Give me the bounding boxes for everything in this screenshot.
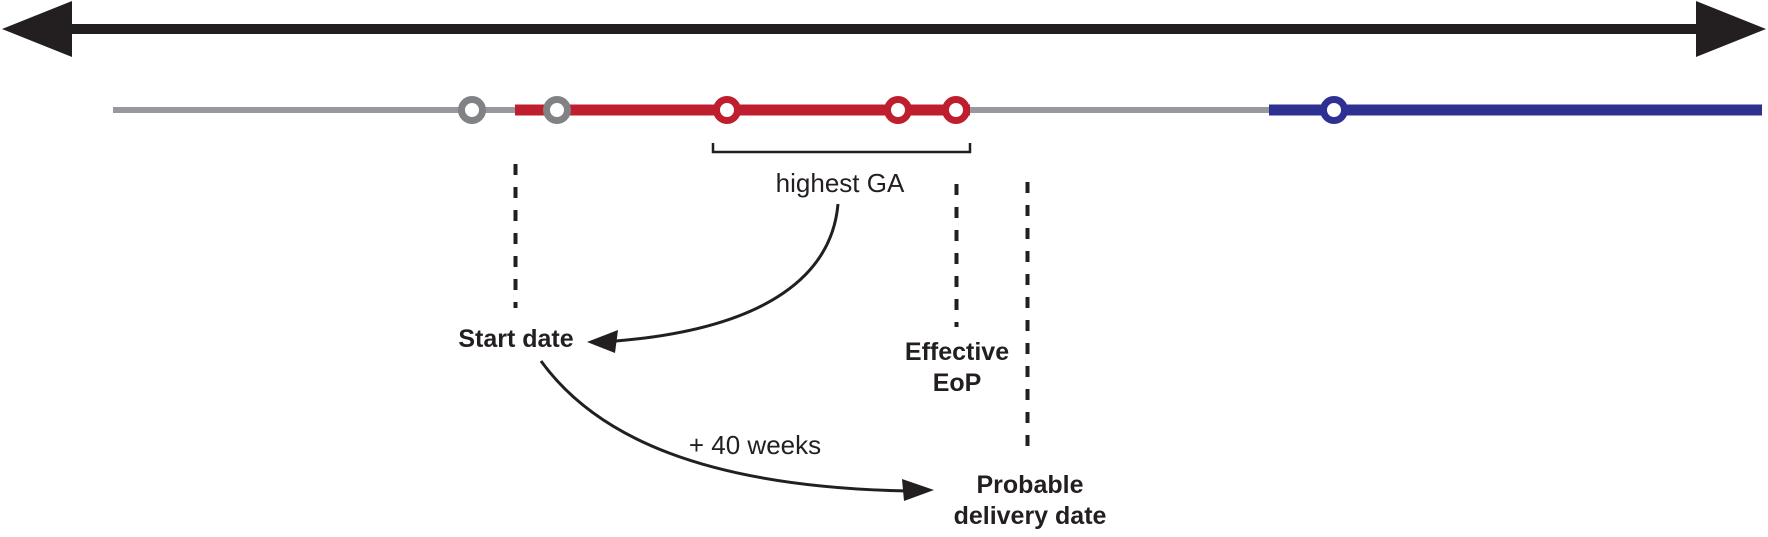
effective-eop-line2: EoP [932, 369, 982, 397]
start-date-label: Start date [458, 325, 574, 353]
blue-marker [1320, 96, 1348, 124]
red-marker-3 [942, 96, 970, 124]
probable-delivery-label: Probable delivery date [954, 470, 1107, 532]
highest-ga-label: highest GA [775, 168, 905, 198]
highest-ga-to-start-date-arrow [615, 203, 840, 343]
start-date-arrowhead-icon [587, 330, 618, 353]
probable-delivery-line2: delivery date [953, 502, 1107, 530]
right-arrowhead-icon [1696, 1, 1766, 57]
red-marker-2 [884, 96, 912, 124]
highest-ga-bracket [711, 143, 972, 154]
start-date-to-delivery-arrow [539, 360, 909, 493]
effective-eop-line1: Effective [904, 338, 1010, 366]
probable-delivery-line1: Probable [976, 471, 1084, 499]
gray-marker-2 [543, 96, 571, 124]
effective-eop-label: Effective EoP [905, 337, 1009, 399]
plus-40-weeks-label: + 40 weeks [688, 430, 822, 460]
delivery-date-arrowhead-icon [902, 479, 934, 501]
gray-marker-1 [458, 96, 486, 124]
left-arrowhead-icon [2, 1, 72, 57]
red-marker-1 [713, 96, 741, 124]
